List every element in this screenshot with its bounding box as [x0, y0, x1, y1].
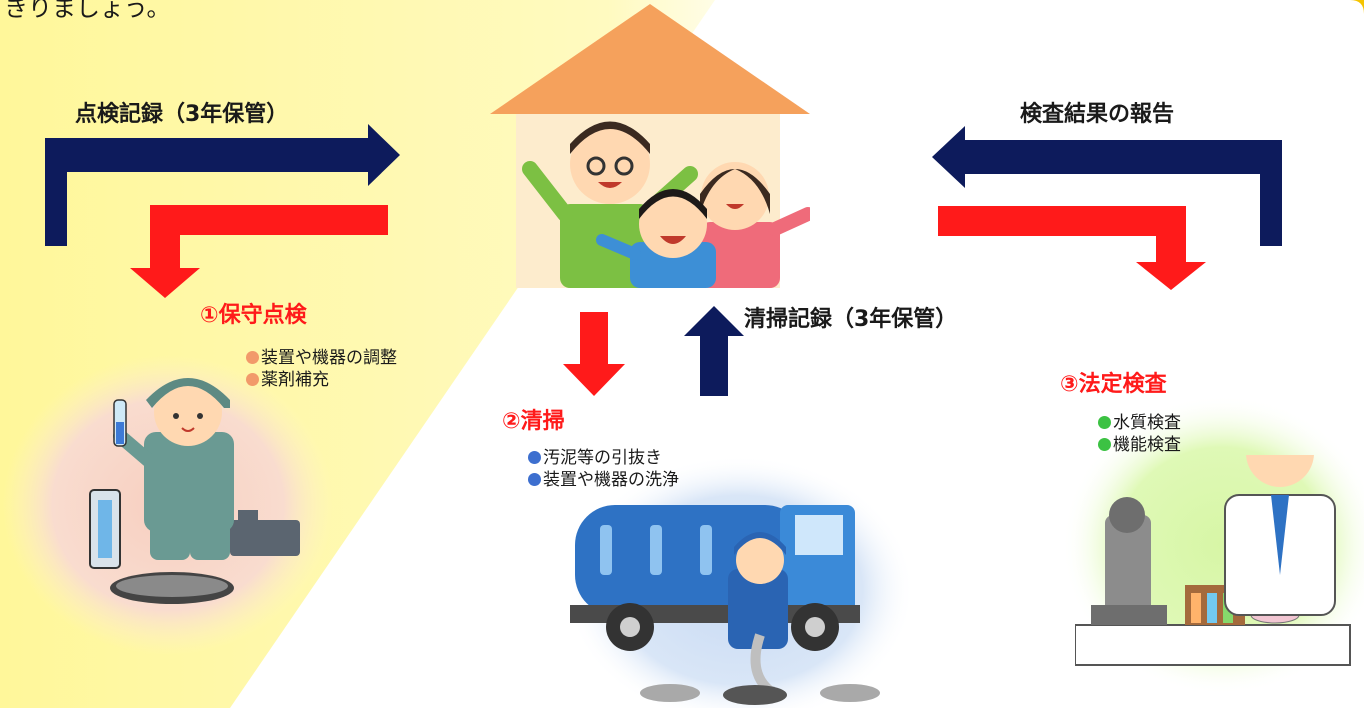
- top-cut-text: きりましょう。: [4, 0, 171, 22]
- lab-inspector-illustration: [1075, 455, 1351, 666]
- corner-decoration: [1350, 0, 1364, 14]
- section1-bullet-item: 装置や機器の調整: [246, 347, 397, 369]
- left-navy-arrow: [45, 124, 400, 246]
- section1-bullet-item: 薬剤補充: [246, 369, 397, 391]
- bullet-dot-icon: [528, 473, 541, 486]
- house-illustration: [490, 4, 810, 288]
- center-navy-arrow: [684, 306, 744, 396]
- vacuum-truck-illustration: [570, 505, 880, 705]
- section1-bullets: 装置や機器の調整 薬剤補充: [246, 347, 397, 391]
- right-flow-label: 検査結果の報告: [1020, 102, 1175, 127]
- bullet-dot-icon: [246, 373, 259, 386]
- section2-title: ②清掃: [502, 409, 565, 434]
- section3-title: ③法定検査: [1060, 372, 1167, 397]
- bullet-dot-icon: [1098, 438, 1111, 451]
- bullet-dot-icon: [1098, 416, 1111, 429]
- left-red-arrow: [130, 205, 388, 298]
- bullet-dot-icon: [246, 351, 259, 364]
- section3-bullet-item: 水質検査: [1098, 412, 1181, 434]
- maintenance-worker-illustration: [89, 378, 300, 604]
- center-red-arrow: [563, 312, 625, 396]
- house-roof: [490, 4, 810, 114]
- section3-bullets: 水質検査 機能検査: [1098, 412, 1181, 456]
- left-flow-label: 点検記録（3年保管）: [75, 102, 289, 127]
- section2-bullet-item: 汚泥等の引抜き: [528, 447, 679, 469]
- section2-bullets: 汚泥等の引抜き 装置や機器の洗浄: [528, 447, 679, 491]
- bullet-dot-icon: [528, 451, 541, 464]
- section2-bullet-item: 装置や機器の洗浄: [528, 469, 679, 491]
- section3-bullet-item: 機能検査: [1098, 434, 1181, 456]
- right-red-arrow: [938, 206, 1206, 290]
- right-navy-arrow: [932, 126, 1282, 246]
- section1-title: ①保守点検: [200, 303, 307, 328]
- center-flow-label: 清掃記録（3年保管）: [744, 307, 958, 332]
- family-illustration: [522, 121, 810, 288]
